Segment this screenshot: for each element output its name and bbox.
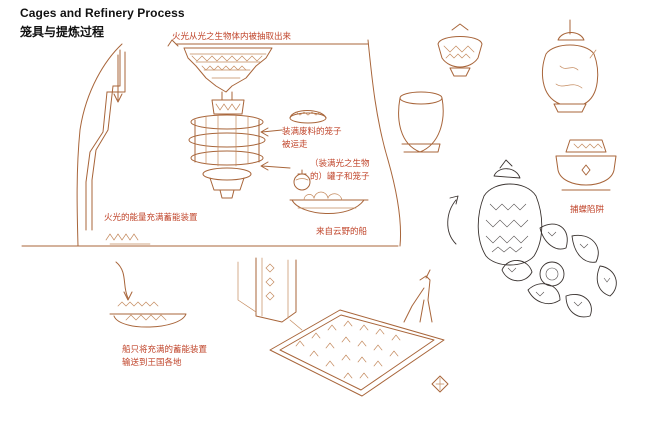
ink-flower-sketch [501,223,617,318]
label-waste-cage-line2: 被运走 [282,140,308,150]
refinery-grid-floor [269,309,445,397]
label-jars-line2: 的）罐子和笼子 [310,172,370,182]
ornate-lantern-sketch [437,23,483,77]
title-chinese: 笼具与提炼过程 [20,25,105,39]
jars-arrow [261,165,291,169]
crystal-sketch [431,375,449,393]
waste-arrow [261,129,283,133]
label-trap: 捕蝶陷阱 [570,205,605,215]
ship-storage-sketch [109,261,187,328]
label-jars-line1: （装满光之生物 [310,159,370,169]
extractor-column [183,47,273,199]
label-storage: 火光的能量充满蓄能装置 [104,213,198,223]
round-vessel-sketch [398,91,444,153]
title-english: Cages and Refinery Process [20,6,185,20]
label-ship-line2: 输送到王国各地 [122,358,182,368]
label-waste-cage-line1: 装满废料的笼子 [282,127,342,137]
butterfly-trap-sketch [555,139,617,191]
ink-lantern-sketch [447,159,543,266]
label-extract: 火光从光之生物体内被抽取出来 [172,32,292,42]
jar-sketch [293,169,311,191]
refinery-tower [237,257,303,331]
bird-cage-lantern-sketch [542,19,599,113]
cloud-boat-sketch [289,191,369,214]
refinery-building-outline [21,39,401,247]
worker-figure [403,269,433,323]
storage-device-in-building [105,233,151,245]
waste-cage-sketch [289,110,327,124]
label-boat: 来自云野的船 [316,227,368,237]
label-ship-line1: 船只将充满的蓄能装置 [122,345,208,355]
extract-arrow [167,39,179,47]
